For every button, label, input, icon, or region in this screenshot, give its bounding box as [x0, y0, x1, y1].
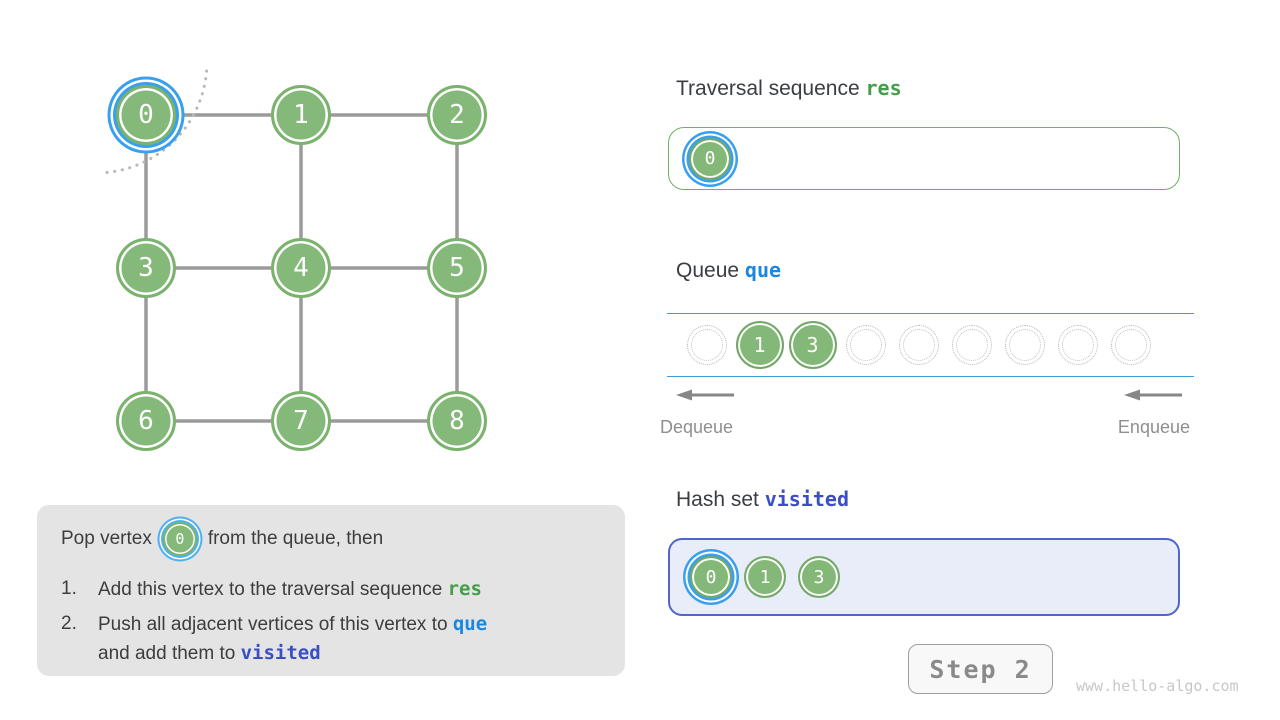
- graph-vertex-1: 1: [271, 85, 331, 145]
- explanation-item-1-text: Add this vertex to the traversal sequenc…: [98, 575, 482, 604]
- queue-empty-slot-inner-ring: [1008, 329, 1041, 361]
- graph-vertex-7: 7: [271, 391, 331, 451]
- queue-cell-empty: [1104, 314, 1157, 376]
- keyword-res: res: [447, 578, 482, 600]
- explanation-intro-before: Pop vertex: [61, 528, 152, 549]
- queue-empty-slot-inner-ring: [955, 329, 988, 361]
- popped-vertex-chip: 0: [162, 522, 197, 556]
- explanation-box: Pop vertex 0 from the queue, then 1. Add…: [37, 505, 625, 676]
- hashset-panel-header: Hash set visited: [676, 487, 849, 512]
- explanation-item-2: 2. Push all adjacent vertices of this ve…: [61, 610, 601, 668]
- queue-empty-slot-inner-ring: [1061, 329, 1094, 361]
- queue-empty-slot: [1004, 325, 1045, 365]
- graph-vertex-2: 2: [427, 85, 487, 145]
- queue-empty-slot-inner-ring: [849, 329, 882, 361]
- queue-empty-slot-inner-ring: [690, 329, 723, 361]
- list-number: 2.: [61, 613, 77, 634]
- graph-vertex-0: 0: [116, 85, 176, 145]
- queue-item-1: 1: [735, 321, 784, 369]
- queue-empty-slot: [845, 325, 886, 365]
- queue-cell-empty: [839, 314, 892, 376]
- item-1-text: Add this vertex to the traversal sequenc…: [98, 579, 443, 600]
- hashset-panel-title: Hash set: [676, 488, 759, 511]
- queue-empty-slot: [1110, 325, 1151, 365]
- visited-item-0: 0: [690, 556, 732, 598]
- keyword-res: res: [865, 76, 902, 100]
- list-number: 1.: [61, 578, 77, 599]
- queue-cell-empty: [998, 314, 1051, 376]
- step-button[interactable]: Step 2: [908, 644, 1053, 694]
- queue-empty-slot: [951, 325, 992, 365]
- graph-vertex-4: 4: [271, 238, 331, 298]
- queue-cell-empty: [1051, 314, 1104, 376]
- queue-cell-empty: [892, 314, 945, 376]
- keyword-que: que: [744, 258, 782, 282]
- queue-item-3: 3: [788, 321, 837, 369]
- watermark: www.hello-algo.com: [1076, 677, 1239, 695]
- res-item-0: 0: [689, 137, 731, 180]
- explanation-intro-after: from the queue, then: [207, 528, 384, 549]
- bfs-frontier-arc: [100, 69, 209, 175]
- keyword-que: que: [452, 613, 488, 635]
- res-panel-title: Traversal sequence: [676, 77, 860, 100]
- queue-empty-slot-inner-ring: [1114, 329, 1147, 361]
- queue-panel-header: Queue que: [676, 258, 781, 283]
- queue-cell-filled: 1: [733, 314, 786, 376]
- queue-empty-slot: [1057, 325, 1098, 365]
- item-2-text2: and add them to: [98, 643, 236, 664]
- queue-empty-slot: [686, 325, 727, 365]
- queue-empty-slot: [898, 325, 939, 365]
- queue-cell-empty: [945, 314, 998, 376]
- res-sequence-box: 0: [668, 127, 1180, 190]
- explanation-item-2-text: Push all adjacent vertices of this verte…: [98, 610, 487, 668]
- graph-vertex-5: 5: [427, 238, 487, 298]
- explanation-intro: Pop vertex 0 from the queue, then: [61, 521, 601, 557]
- queue-cell-empty: [680, 314, 733, 376]
- explanation-item-1: 1. Add this vertex to the traversal sequ…: [61, 575, 601, 604]
- graph-vertex-6: 6: [116, 391, 176, 451]
- dequeue-label: Dequeue: [660, 417, 734, 437]
- dequeue-arrow-icon: [676, 389, 734, 401]
- keyword-visited: visited: [764, 487, 850, 511]
- queue-empty-slot-inner-ring: [902, 329, 935, 361]
- queue-panel-title: Queue: [676, 259, 740, 282]
- item-2-text: Push all adjacent vertices of this verte…: [98, 614, 448, 635]
- enqueue-arrow-icon: [1124, 389, 1182, 401]
- graph-vertex-3: 3: [116, 238, 176, 298]
- res-panel-header: Traversal sequence res: [676, 76, 902, 101]
- graph-vertex-8: 8: [427, 391, 487, 451]
- enqueue-label: Enqueue: [1117, 417, 1190, 437]
- keyword-visited: visited: [240, 642, 321, 664]
- visited-item-3: 3: [798, 556, 840, 598]
- queue-cell-filled: 3: [786, 314, 839, 376]
- visited-item-1: 1: [744, 556, 786, 598]
